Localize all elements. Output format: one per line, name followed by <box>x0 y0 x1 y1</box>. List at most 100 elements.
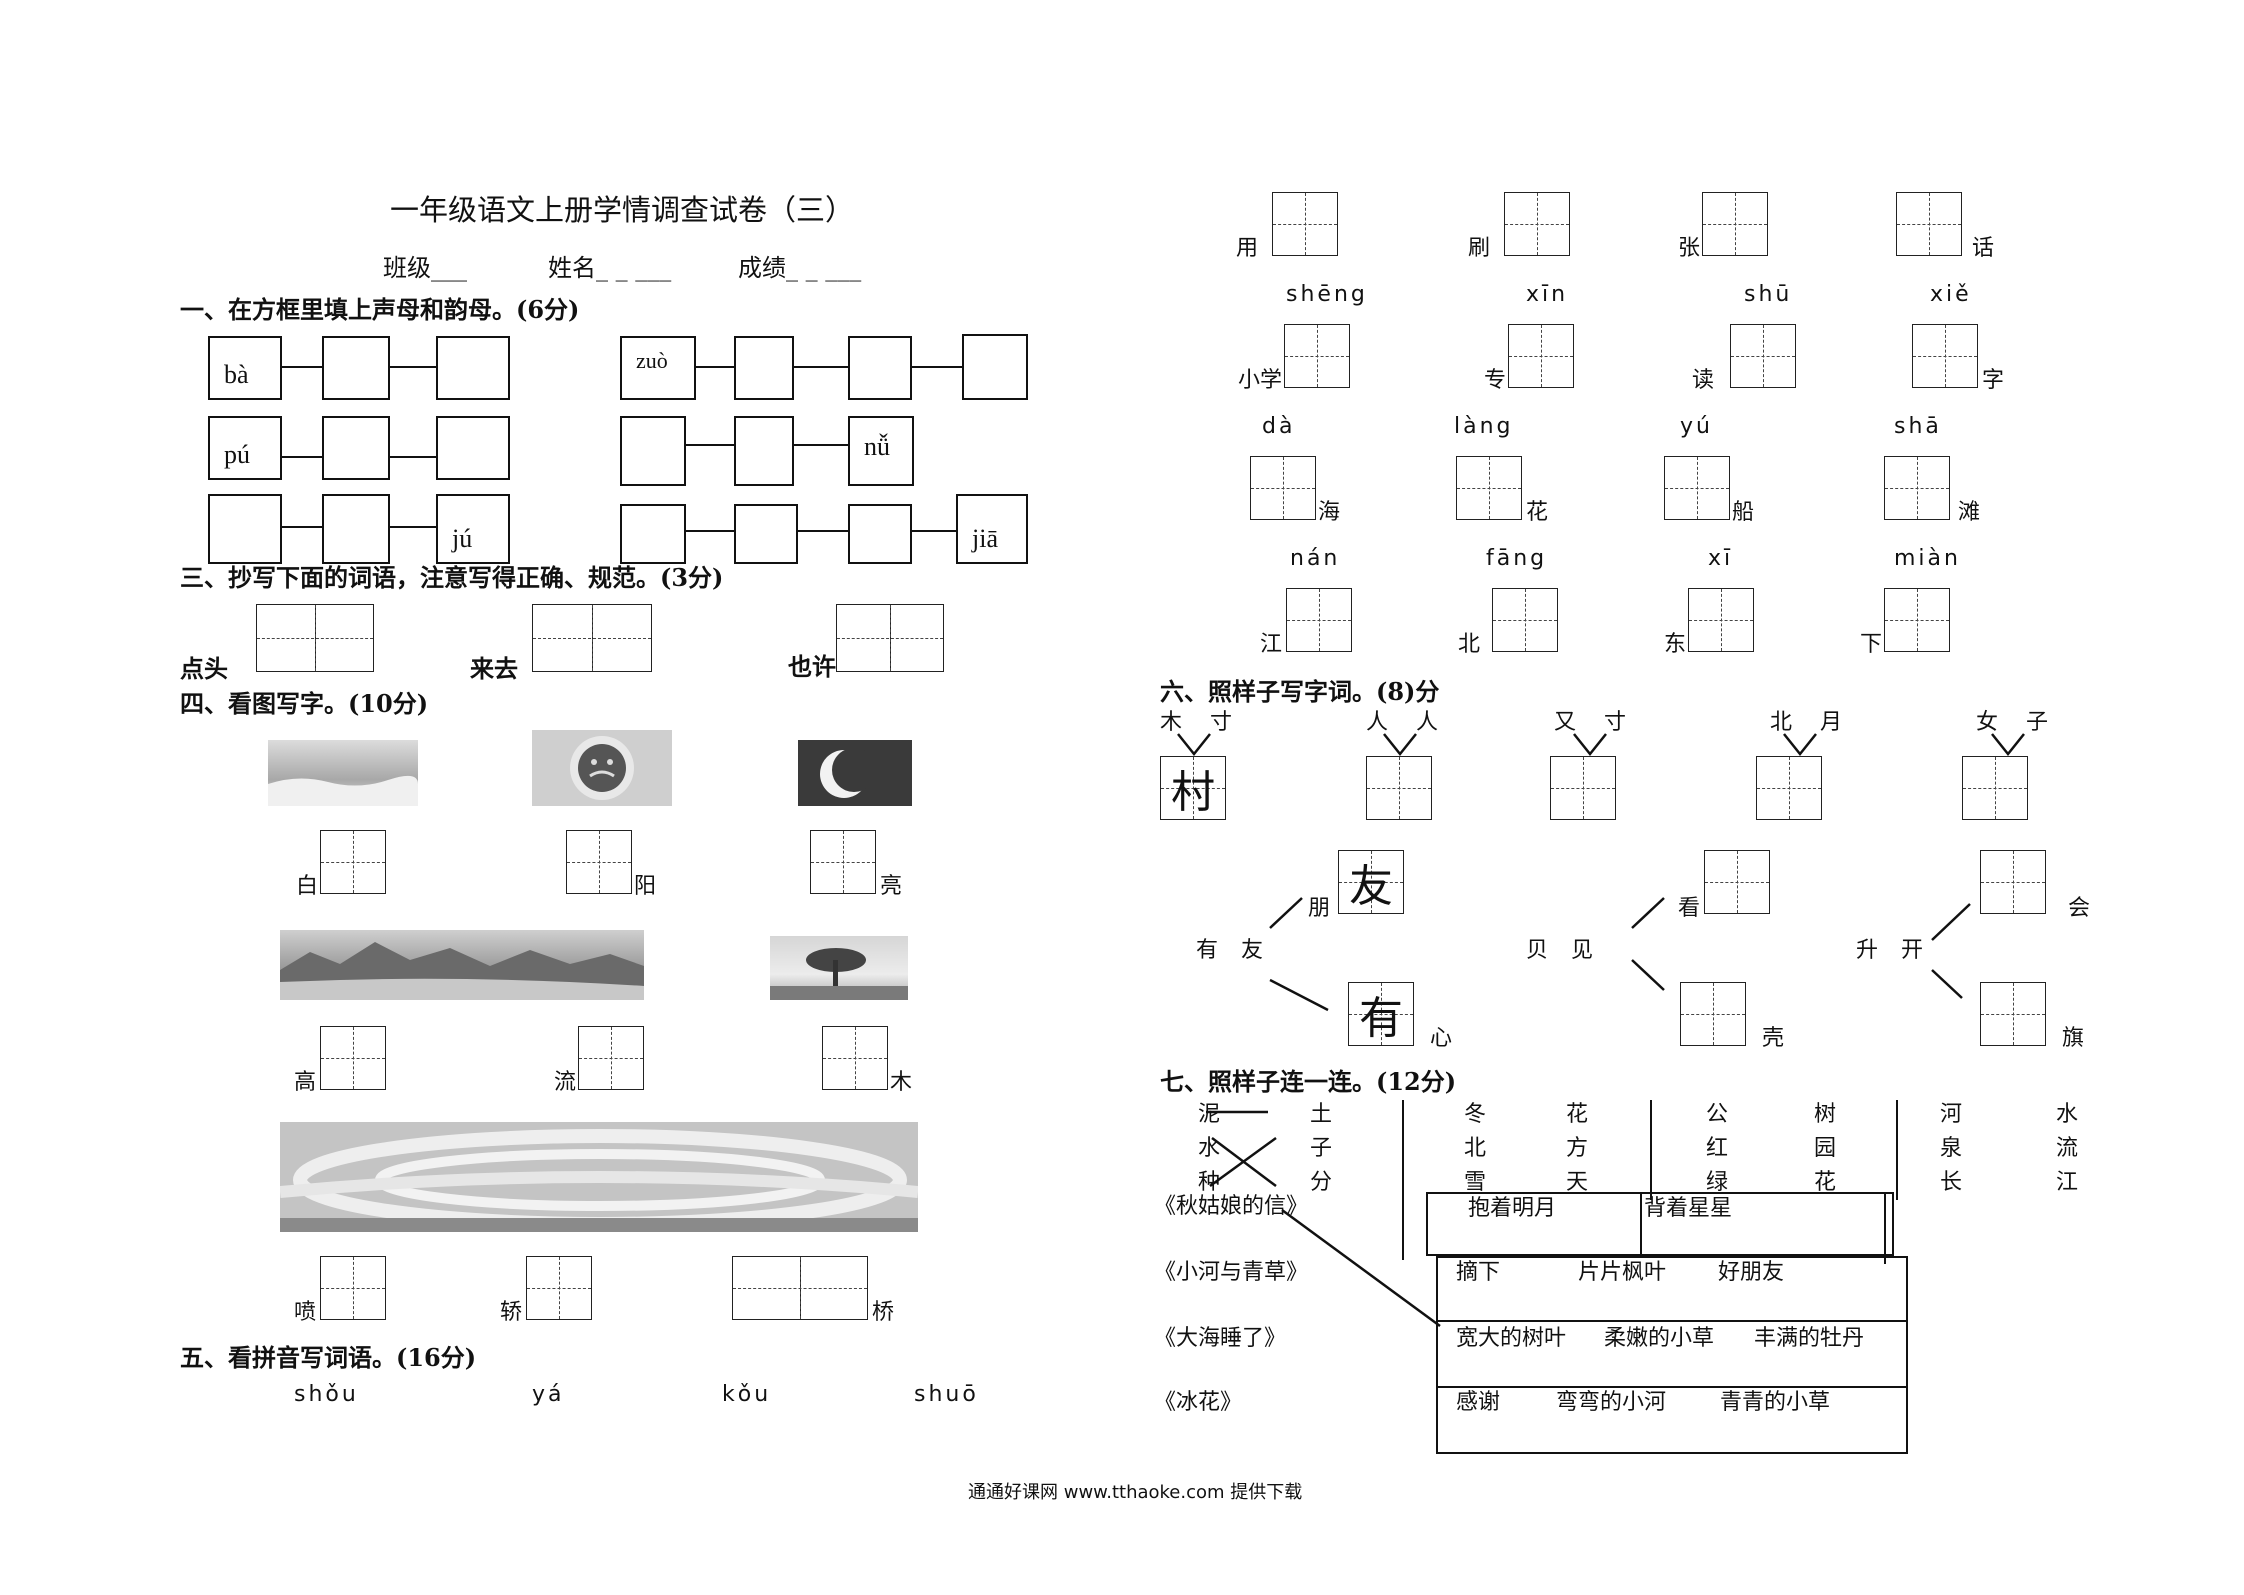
writing-grid[interactable] <box>1704 850 1770 914</box>
writing-grid[interactable] <box>1272 192 1338 256</box>
pinyin: yá <box>532 1382 565 1407</box>
phrase[interactable]: 柔嫩的小草 <box>1604 1326 1715 1351</box>
answer-box[interactable] <box>322 336 390 400</box>
writing-grid[interactable] <box>566 830 632 894</box>
writing-grid[interactable] <box>1504 192 1570 256</box>
match-word[interactable]: 绿 <box>1706 1170 1729 1195</box>
phrase[interactable]: 摘下 <box>1456 1260 1501 1285</box>
writing-grid-double[interactable] <box>836 604 944 672</box>
answer-box[interactable] <box>734 336 794 400</box>
match-word[interactable]: 冬 <box>1464 1102 1487 1127</box>
match-word[interactable]: 北 <box>1464 1136 1487 1161</box>
phrase[interactable]: 抱着明月 <box>1468 1196 1557 1221</box>
answer-box[interactable] <box>322 494 390 564</box>
answer-box[interactable] <box>848 504 912 564</box>
match-word[interactable]: 天 <box>1566 1170 1589 1195</box>
writing-grid[interactable] <box>1492 588 1558 652</box>
writing-grid[interactable] <box>1980 850 2046 914</box>
writing-grid[interactable] <box>526 1256 592 1320</box>
writing-grid[interactable] <box>1884 456 1950 520</box>
copy-word: 点头 <box>180 654 228 683</box>
match-word[interactable]: 长 <box>1940 1170 1963 1195</box>
answer-box[interactable] <box>322 416 390 480</box>
match-word[interactable]: 江 <box>2056 1170 2079 1195</box>
writing-grid[interactable] <box>810 830 876 894</box>
pinyin-box: zuò <box>620 336 696 400</box>
section-4-heading: 四、看图写字。(10分) <box>180 689 429 718</box>
phrase[interactable]: 片片枫叶 <box>1578 1260 1667 1285</box>
writing-grid-double[interactable] <box>732 1256 868 1320</box>
answer-box[interactable] <box>436 416 510 480</box>
writing-grid[interactable] <box>1912 324 1978 388</box>
word-char: 江 <box>1260 632 1283 657</box>
phrase[interactable]: 青青的小草 <box>1720 1390 1831 1415</box>
match-word[interactable]: 树 <box>1814 1102 1837 1127</box>
story-title[interactable]: 《小河与青草》 <box>1154 1260 1309 1285</box>
answer-box[interactable] <box>734 416 794 486</box>
match-word[interactable]: 土 <box>1310 1102 1333 1127</box>
writing-grid[interactable] <box>320 1256 386 1320</box>
writing-grid[interactable] <box>1680 982 1746 1046</box>
answer-box[interactable] <box>436 336 510 400</box>
writing-grid[interactable] <box>1508 324 1574 388</box>
match-word[interactable]: 泥 <box>1198 1102 1221 1127</box>
match-word[interactable]: 公 <box>1706 1102 1729 1127</box>
writing-grid[interactable] <box>822 1026 888 1090</box>
match-word[interactable]: 花 <box>1814 1170 1837 1195</box>
match-word[interactable]: 子 <box>1310 1136 1333 1161</box>
story-title[interactable]: 《秋姑娘的信》 <box>1154 1194 1309 1219</box>
phrase[interactable]: 弯弯的小河 <box>1556 1390 1667 1415</box>
word-char: 海 <box>1318 500 1341 525</box>
writing-grid[interactable] <box>1550 756 1616 820</box>
match-word[interactable]: 种 <box>1198 1170 1221 1195</box>
writing-grid[interactable] <box>1286 588 1352 652</box>
writing-grid[interactable] <box>1730 324 1796 388</box>
answer-box[interactable] <box>620 416 686 486</box>
caption-char: 木 <box>890 1070 913 1095</box>
match-word[interactable]: 园 <box>1814 1136 1837 1161</box>
writing-grid[interactable] <box>1664 456 1730 520</box>
writing-grid[interactable] <box>320 830 386 894</box>
writing-grid[interactable] <box>1366 756 1432 820</box>
writing-grid[interactable] <box>1702 192 1768 256</box>
answer-box[interactable] <box>208 494 282 564</box>
answer-box[interactable] <box>962 334 1028 400</box>
score-field: 成绩_ _ ___ <box>738 254 862 282</box>
story-title[interactable]: 《大海睡了》 <box>1154 1326 1287 1351</box>
writing-grid[interactable] <box>1962 756 2028 820</box>
writing-grid[interactable] <box>1250 456 1316 520</box>
moon-picture <box>798 740 912 806</box>
writing-grid[interactable] <box>1896 192 1962 256</box>
match-word[interactable]: 水 <box>2056 1102 2079 1127</box>
match-word[interactable]: 河 <box>1940 1102 1963 1127</box>
match-word[interactable]: 雪 <box>1464 1170 1487 1195</box>
match-word[interactable]: 分 <box>1310 1170 1333 1195</box>
match-word[interactable]: 方 <box>1566 1136 1589 1161</box>
writing-grid[interactable] <box>1284 324 1350 388</box>
writing-grid[interactable] <box>1688 588 1754 652</box>
phrase[interactable]: 感谢 <box>1456 1390 1501 1415</box>
answer-box[interactable] <box>734 504 798 564</box>
match-word[interactable]: 泉 <box>1940 1136 1963 1161</box>
match-word[interactable]: 红 <box>1706 1136 1729 1161</box>
phrase[interactable]: 丰满的牡丹 <box>1754 1326 1865 1351</box>
writing-grid-double[interactable] <box>256 604 374 672</box>
writing-grid[interactable] <box>320 1026 386 1090</box>
match-word[interactable]: 水 <box>1198 1136 1221 1161</box>
answer-box[interactable] <box>620 504 686 564</box>
phrase[interactable]: 好朋友 <box>1718 1260 1785 1285</box>
writing-grid-double[interactable] <box>532 604 652 672</box>
writing-grid[interactable] <box>578 1026 644 1090</box>
word-char: 看 <box>1678 896 1701 921</box>
match-word[interactable]: 流 <box>2056 1136 2079 1161</box>
answer-box[interactable] <box>848 336 912 400</box>
match-word[interactable]: 花 <box>1566 1102 1589 1127</box>
writing-grid[interactable] <box>1980 982 2046 1046</box>
story-title[interactable]: 《冰花》 <box>1154 1390 1243 1415</box>
writing-grid[interactable] <box>1456 456 1522 520</box>
phrase[interactable]: 宽大的树叶 <box>1456 1326 1567 1351</box>
writing-grid[interactable] <box>1756 756 1822 820</box>
cloud-picture <box>268 740 418 806</box>
writing-grid[interactable] <box>1884 588 1950 652</box>
phrase[interactable]: 背着星星 <box>1644 1196 1733 1221</box>
